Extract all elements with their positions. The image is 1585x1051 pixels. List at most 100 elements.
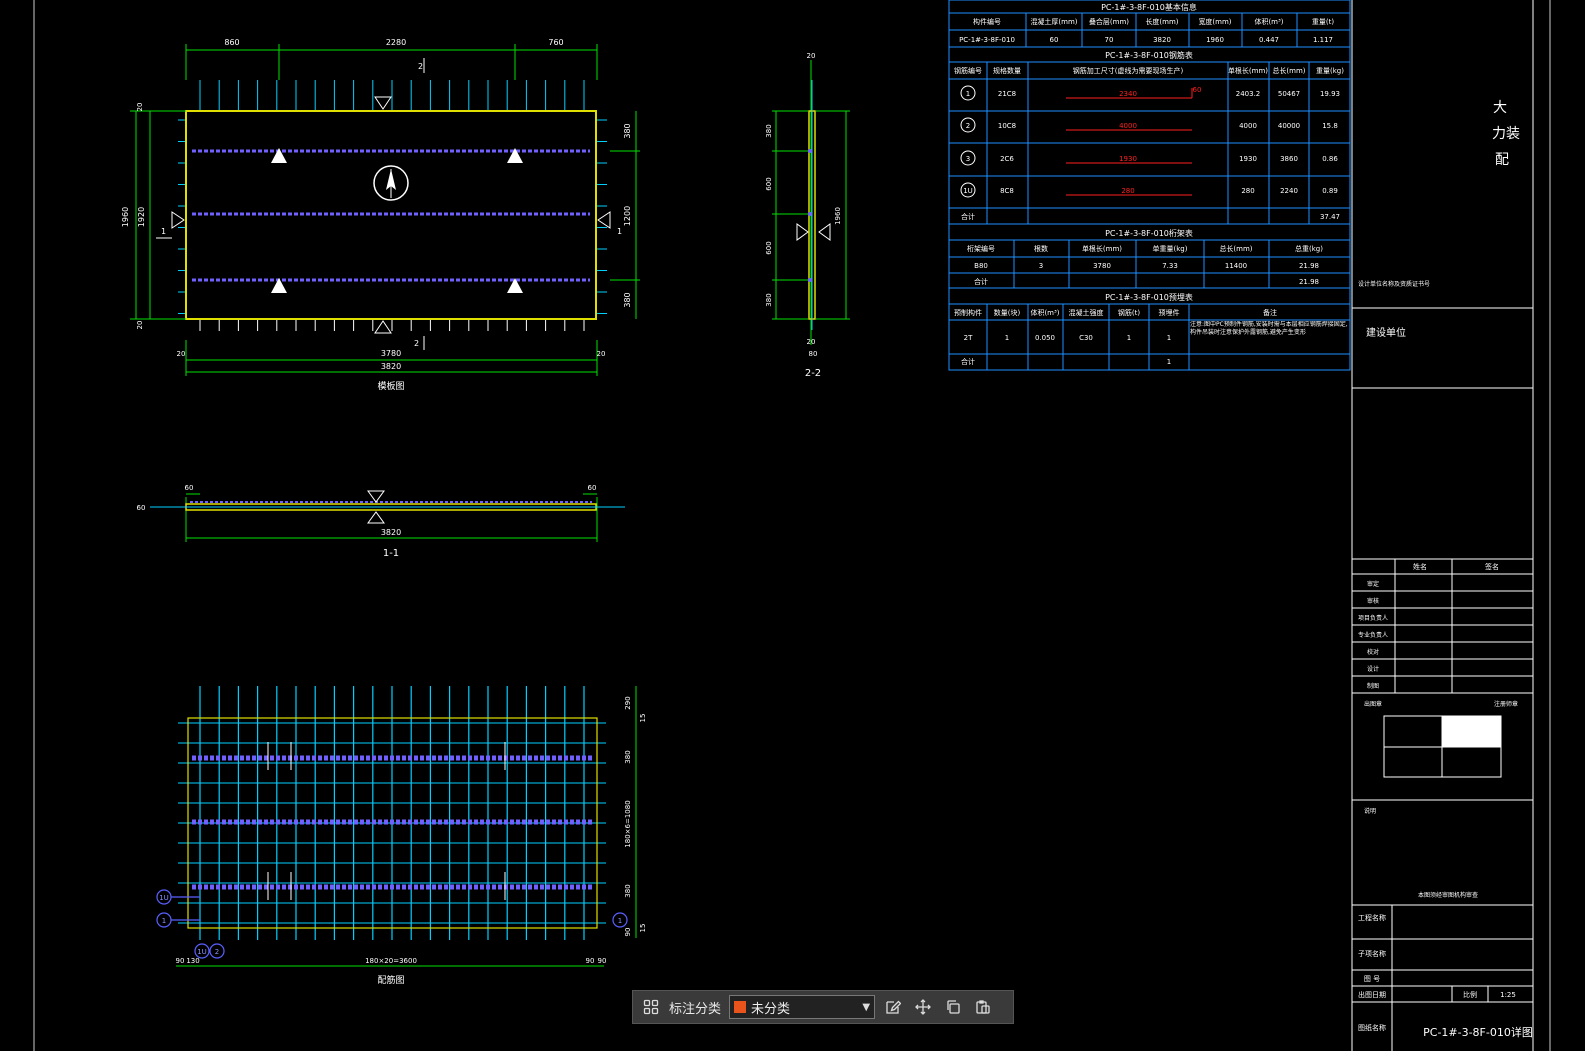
table-cell: 单根长(mm) — [1082, 244, 1122, 253]
side-marker-icon — [597, 211, 611, 229]
table-cell: 0.89 — [1322, 187, 1338, 195]
plan-view: 860 2280 760 2 1960 1920 — [121, 38, 640, 392]
sign-row-label: 专业负责人 — [1358, 631, 1388, 639]
table-cell: 合计 — [974, 277, 988, 286]
table-cell: 合计 — [961, 357, 975, 366]
rebar-dim-right-6: 15 — [639, 714, 647, 723]
grid-icon[interactable] — [639, 995, 663, 1019]
north-arrow-icon — [373, 165, 409, 201]
sign-row-label: 项目负责人 — [1358, 614, 1388, 622]
paste-icon[interactable] — [971, 995, 995, 1019]
title-block-text: 大 力装 配 设计单位名称及资质证书号 建设单位 姓名 签名 审定审核项目负责人… — [1358, 100, 1533, 1039]
table-cell: 合计 — [961, 212, 975, 221]
table-cell: 宽度(mm) — [1198, 17, 1231, 26]
sec22-dim-left-1: 380 — [765, 124, 773, 137]
table-cell: 单根长(mm) — [1228, 66, 1268, 75]
sign-row-label: 制图 — [1367, 682, 1379, 690]
sec22-dim-left-2: 600 — [765, 177, 773, 190]
table-cell: 8C8 — [1000, 187, 1014, 195]
table-cell: 2C6 — [1000, 155, 1014, 163]
sign-header: 姓名 — [1413, 562, 1427, 571]
table-cell: 根数 — [1034, 244, 1048, 253]
table-cell: 3 — [966, 155, 970, 163]
table-cell: 3820 — [1153, 36, 1171, 44]
plan-dim-top-1: 860 — [224, 38, 239, 47]
side-marker-icon — [796, 223, 809, 241]
table-cell: 构件编号 — [973, 17, 1001, 26]
sec22-dim-left-4: 380 — [765, 293, 773, 306]
rebar-marker-2: 1 — [162, 917, 166, 925]
rebar-dim-right-4: 380 — [624, 884, 632, 897]
move-icon[interactable] — [911, 995, 935, 1019]
sec22-dim-right: 1960 — [834, 207, 842, 225]
table-cell: 备注 — [1263, 308, 1277, 317]
rebar-marker-3: 1U — [197, 948, 207, 956]
company-char-3: 配 — [1495, 152, 1509, 168]
rebar-dim-bottom-2: 130 — [186, 957, 199, 965]
table-cell: 单重量(kg) — [1153, 244, 1188, 253]
plan-dim-left-small-1: 20 — [136, 103, 144, 112]
table-cell: 4000 — [1239, 122, 1257, 130]
side-marker-icon — [367, 511, 385, 524]
plan-dim-left-1: 1960 — [121, 207, 130, 227]
annotation-category-select[interactable]: 未分类 ▼ — [729, 995, 876, 1019]
table-cell: 11400 — [1225, 262, 1247, 270]
plan-section-mark-2-bottom: 2 — [414, 339, 419, 348]
rebar-dim-right-7: 15 — [639, 924, 647, 933]
table-cell: 3 — [1039, 262, 1043, 270]
table-basic-title: PC-1#-3-8F-010基本信息 — [1101, 2, 1197, 12]
table-cell: 体积(m³) — [1030, 308, 1059, 317]
lift-point-icon — [271, 148, 287, 163]
table-cell: 钢筋编号 — [954, 66, 982, 75]
table-cell: 重量(t) — [1312, 18, 1334, 26]
copy-icon[interactable] — [941, 995, 965, 1019]
table-cell: 混凝土强度 — [1069, 308, 1104, 317]
rebar-marker-1: 1U — [159, 894, 169, 902]
table-cell: 19.93 — [1320, 90, 1340, 98]
rebar-view: 290 380 180×6=1080 380 90 15 15 90 130 1… — [156, 686, 647, 986]
sec22-title: 2-2 — [805, 368, 821, 379]
plan-dim-top-2: 2280 — [386, 38, 406, 47]
table-cell: 总长(mm) — [1219, 244, 1252, 253]
side-marker-icon — [374, 320, 392, 334]
rebar-marker-4: 2 — [215, 948, 219, 956]
table-cell: 3860 — [1280, 155, 1298, 163]
table-cell: 2 — [966, 122, 970, 130]
lift-point-icon — [507, 148, 523, 163]
scale-label: 比例 — [1463, 990, 1477, 999]
category-selected-value: 未分类 — [751, 1001, 791, 1017]
side-marker-icon — [367, 490, 385, 503]
sec11-dim-overall: 3820 — [381, 528, 401, 537]
table-cell: 钢筋(t) — [1118, 308, 1140, 317]
seal-sub: 注册师章 — [1494, 700, 1518, 708]
plan-section-mark-1-right: 1 — [617, 227, 622, 236]
plan-dim-left-small-2: 20 — [136, 321, 144, 330]
side-marker-icon — [374, 96, 392, 110]
plan-dim-right-3: 380 — [623, 292, 632, 307]
table-cell: 叠合层(mm) — [1089, 17, 1129, 26]
table-cell: 0.86 — [1322, 155, 1338, 163]
table-cell: 1 — [1167, 334, 1171, 342]
sec11-left-dim: 60 — [137, 504, 146, 512]
company-sub: 设计单位名称及资质证书号 — [1358, 280, 1430, 288]
rebar-view-title: 配筋图 — [377, 974, 404, 986]
rebar-dim-bottom-3: 180×20=3600 — [365, 957, 417, 965]
chevron-down-icon: ▼ — [862, 1001, 871, 1013]
category-color-swatch — [734, 1001, 747, 1013]
table-cell: 重量(kg) — [1316, 67, 1344, 75]
project-label: 工程名称 — [1358, 913, 1386, 922]
rebar-dim-right-1: 290 — [624, 696, 632, 709]
plan-dim-bottom-1: 20 — [177, 350, 186, 358]
edit-icon[interactable] — [881, 995, 905, 1019]
drawing-no-label: 图 号 — [1364, 975, 1380, 983]
sign-row-label: 审核 — [1367, 597, 1379, 605]
plan-section-mark-2-top: 2 — [418, 62, 423, 71]
table-cell: 1U — [963, 187, 973, 195]
plan-dim-right-1: 380 — [623, 123, 632, 138]
company-char-2: 力装 — [1492, 126, 1520, 142]
table-cell: 21.98 — [1299, 278, 1319, 286]
plan-section-mark-1-left: 1 — [161, 227, 166, 236]
parts-note-wrapper: 注意:图中PC预制件钢筋,安装时需与本层相应钢筋焊接固定,构件吊装时注意保护外露… — [1190, 321, 1348, 336]
table-cell: 桁架编号 — [967, 244, 995, 253]
